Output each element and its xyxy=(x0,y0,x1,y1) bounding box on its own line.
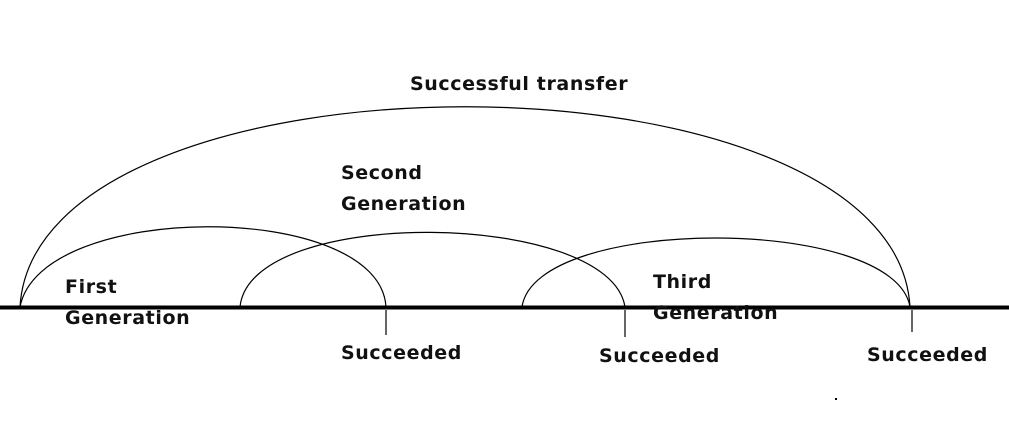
successful-transfer-arc xyxy=(19,106,911,308)
second-generation-label: Second Generation xyxy=(341,162,467,215)
stray-dot xyxy=(835,398,837,400)
succeeded-label-3: Succeeded xyxy=(867,344,988,366)
first-generation-label: First Generation xyxy=(65,276,191,329)
third-generation-arc xyxy=(521,237,911,308)
succeeded-label-1: Succeeded xyxy=(341,342,462,364)
third-generation-label: Third Generation xyxy=(653,271,779,324)
successful-transfer-label: Successful transfer xyxy=(410,73,629,95)
first-generation-arc xyxy=(19,226,387,308)
succeeded-label-2: Succeeded xyxy=(599,345,720,367)
second-generation-arc xyxy=(239,231,626,308)
